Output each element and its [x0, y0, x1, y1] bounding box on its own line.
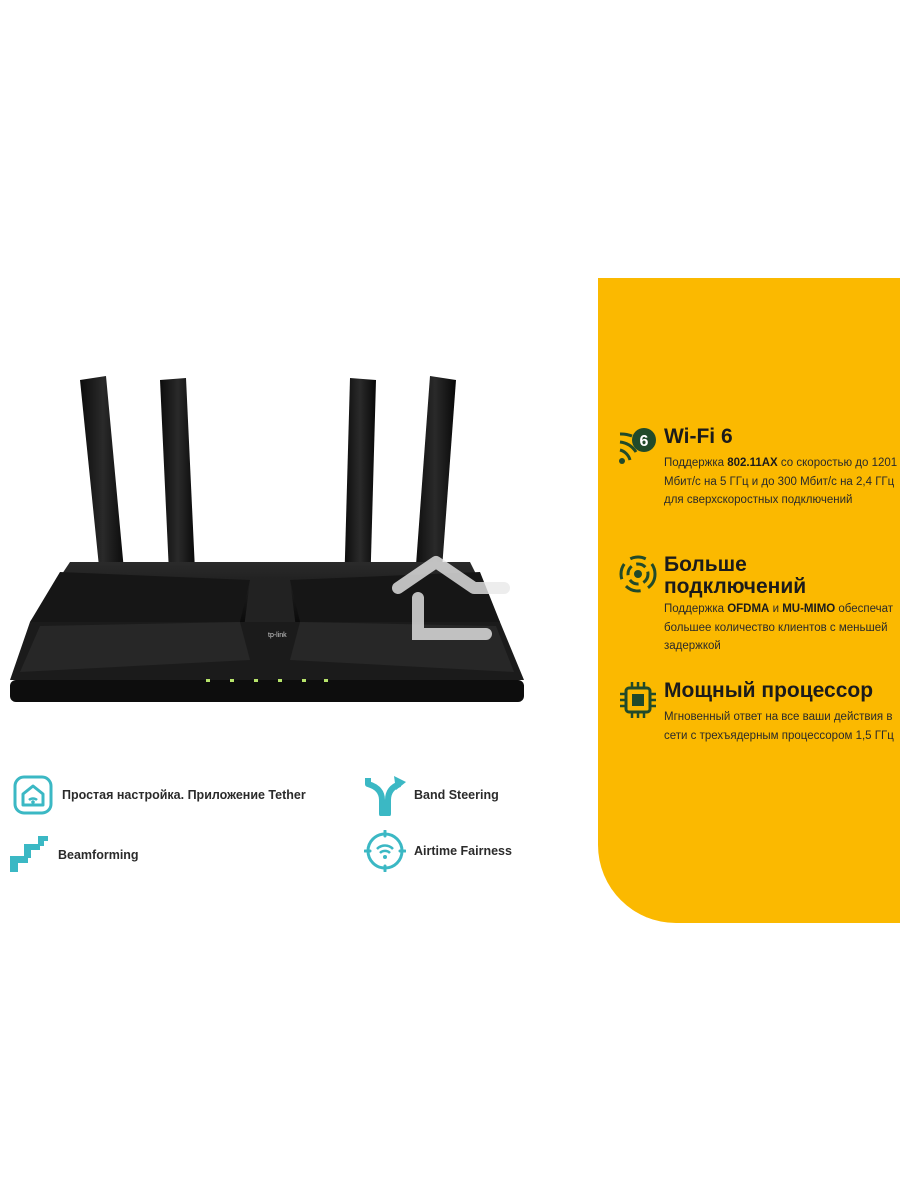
bottom-feature-label: Band Steering [414, 788, 499, 802]
led-indicators [206, 679, 328, 682]
bottom-feature-band-steering: Band Steering [364, 774, 499, 816]
bottom-feature-label: Простая настройка. Приложение Tether [62, 788, 306, 802]
router-logo: tp-link [268, 632, 287, 639]
router-image: tp-link [10, 376, 524, 702]
feature-description: Мгновенный ответ на все ваши действия в … [664, 711, 894, 742]
connections-icon [619, 555, 657, 593]
bottom-feature-airtime-fairness: Airtime Fairness [364, 830, 512, 872]
band-steering-icon [365, 776, 406, 816]
feature-description: Поддержка OFDMA и MU-MIMO обеспечат боль… [664, 603, 894, 652]
watermark-house-icon [392, 556, 510, 640]
airtime-fairness-icon [364, 830, 406, 872]
wifi6-badge: 6 [640, 433, 649, 450]
antenna-group [80, 376, 456, 596]
processor-icon [620, 682, 656, 718]
feature-title: Wi-Fi 6 [664, 425, 733, 448]
bottom-feature-beamforming: Beamforming [8, 834, 139, 876]
tether-app-icon [13, 775, 53, 815]
beamforming-icon [10, 836, 48, 872]
bottom-feature-label: Airtime Fairness [414, 844, 512, 858]
bottom-feature-tether: Простая настройка. Приложение Tether [12, 774, 306, 816]
feature-title: Мощный процессор [664, 679, 874, 702]
feature-description: Поддержка 802.11AX со скоростью до 1201 … [664, 457, 898, 506]
bottom-feature-label: Beamforming [58, 848, 139, 862]
features-panel: 6 Wi-Fi 6 Поддержка 802.11AX со скорость… [598, 278, 900, 923]
wifi6-icon: 6 [619, 428, 656, 464]
